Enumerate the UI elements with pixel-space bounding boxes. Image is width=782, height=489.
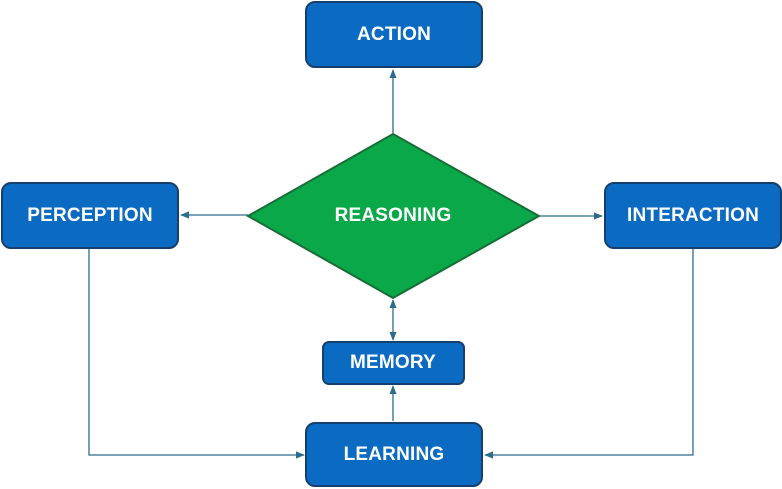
node-action: ACTION <box>305 1 483 68</box>
node-reasoning: REASONING <box>245 132 542 300</box>
memory-label: MEMORY <box>350 352 436 373</box>
node-learning: LEARNING <box>305 422 483 487</box>
memory-box <box>322 341 465 385</box>
perception-label: PERCEPTION <box>27 205 153 226</box>
node-perception: PERCEPTION <box>1 182 179 249</box>
edge-perception-learning <box>88 249 305 459</box>
reasoning-label: REASONING <box>335 205 452 226</box>
action-box <box>305 1 483 68</box>
node-memory: MEMORY <box>322 341 465 385</box>
edge-interaction-learning <box>484 249 694 459</box>
node-interaction: INTERACTION <box>604 182 782 249</box>
learning-label: LEARNING <box>344 444 445 465</box>
perception-box <box>1 182 179 249</box>
interaction-label: INTERACTION <box>627 205 759 226</box>
interaction-box <box>604 182 782 249</box>
learning-box <box>305 422 483 487</box>
reasoning-diamond <box>245 132 542 300</box>
action-label: ACTION <box>357 24 431 45</box>
